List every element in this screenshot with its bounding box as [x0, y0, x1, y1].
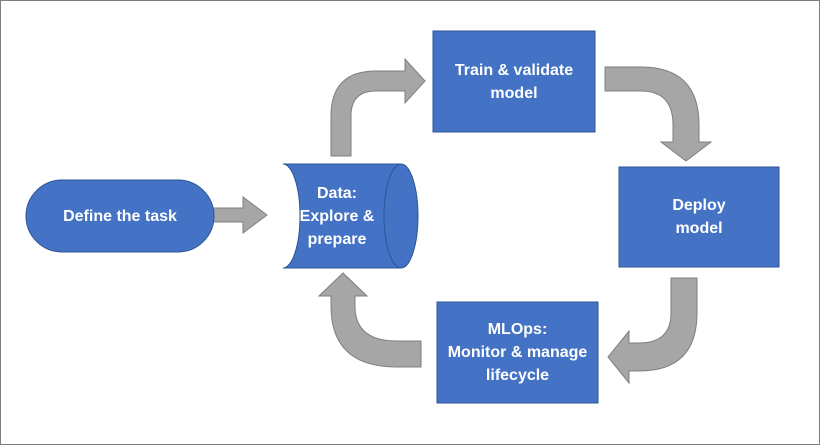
- node-mlops: [436, 301, 599, 404]
- node-data: [282, 163, 419, 269]
- arrow-mlops-to-data: [317, 272, 422, 368]
- node-deploy: [618, 166, 780, 268]
- arrow-deploy-to-mlops: [607, 277, 698, 385]
- arrow-define-to-data: [207, 196, 268, 234]
- node-define-task: [25, 179, 215, 253]
- node-data-rim: [383, 163, 402, 269]
- arrow-data-to-train: [330, 57, 426, 157]
- arrow-train-to-deploy: [604, 66, 713, 162]
- node-train: [432, 30, 596, 133]
